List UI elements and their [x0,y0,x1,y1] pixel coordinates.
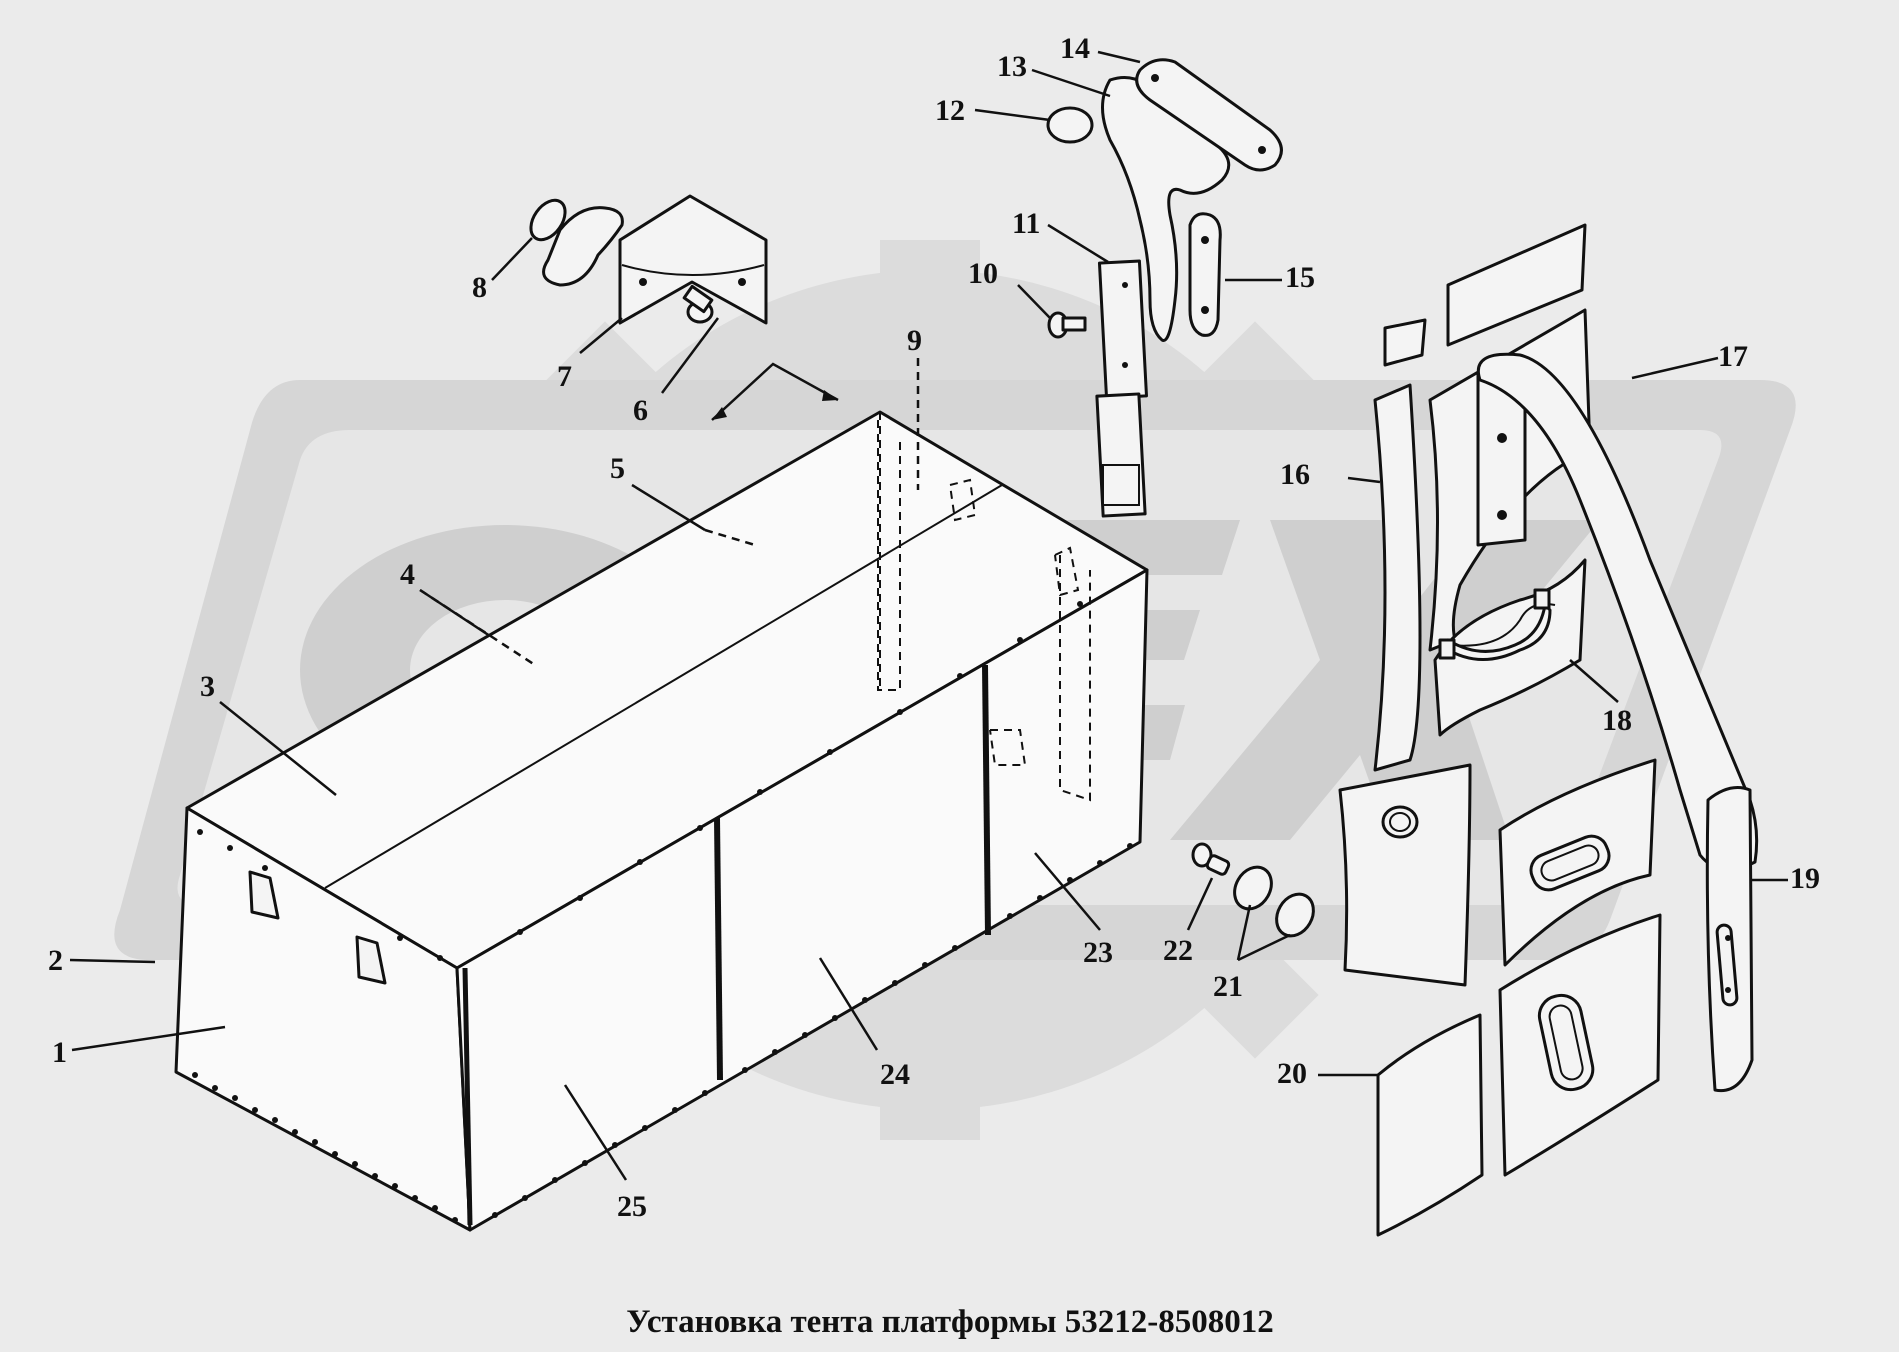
patch-top-2 [1446,223,1587,347]
washer-21b [1275,892,1315,938]
callout-6: 6 [633,394,648,427]
tarp-eyelets [192,601,1133,1223]
callout-3: 3 [200,670,215,703]
callout-19: 19 [1790,862,1820,895]
callout-labels: 1 2 3 4 5 6 7 8 9 10 11 12 13 14 15 16 1… [48,32,1820,1223]
callout-24: 24 [880,1058,910,1091]
patch-top-1 [1383,318,1427,367]
door-panel-group [1338,223,1759,1237]
callout-7: 7 [557,360,572,393]
callout-15: 15 [1285,261,1315,294]
callout-12: 12 [935,94,965,127]
callout-20: 20 [1277,1057,1307,1090]
callout-13: 13 [997,50,1027,83]
bolt-6 [682,284,714,324]
cover-panel-left [1338,763,1472,987]
diagram-caption: Установка тента платформы 53212-8508012 [626,1304,1273,1340]
bolt-22 [1191,842,1231,876]
callout-21: 21 [1213,970,1243,1003]
tarp-window-2 [355,935,387,985]
callout-17: 17 [1718,340,1748,373]
washer-21a [1233,865,1273,911]
callout-18: 18 [1602,704,1632,737]
bolt-10 [1047,311,1087,339]
callout-1: 1 [52,1036,67,1069]
callout-14: 14 [1060,32,1090,65]
callout-8: 8 [472,271,487,304]
washer-12 [1046,106,1094,144]
strip-16 [1373,383,1422,772]
callout-22: 22 [1163,934,1193,967]
callout-10: 10 [968,257,998,290]
tarp-window-1 [248,870,280,920]
fastener-group-21-22 [1191,842,1315,938]
strap-15 [1188,212,1222,337]
callout-16: 16 [1280,458,1310,491]
plate-11 [1097,259,1148,400]
callout-23: 23 [1083,936,1113,969]
callout-4: 4 [400,558,415,591]
patch-20 [1376,1013,1484,1237]
callout-5: 5 [610,452,625,485]
callout-9: 9 [907,324,922,357]
callout-2: 2 [48,944,63,977]
plate-11-lower [1095,392,1147,518]
washer-8 [529,198,567,242]
plate-7-gasket [542,206,624,287]
tarpaulin-cover [174,410,1149,1232]
strap-13 [1101,76,1231,342]
corner-bracket-group [529,194,768,325]
corner-bracket-7 [618,194,768,325]
hanger-bracket-group [1046,58,1283,518]
leader-lines [69,50,1788,1181]
callout-25: 25 [617,1190,647,1223]
strap-14 [1135,58,1283,172]
direction-arrows [711,362,839,421]
callout-11: 11 [1012,207,1040,240]
